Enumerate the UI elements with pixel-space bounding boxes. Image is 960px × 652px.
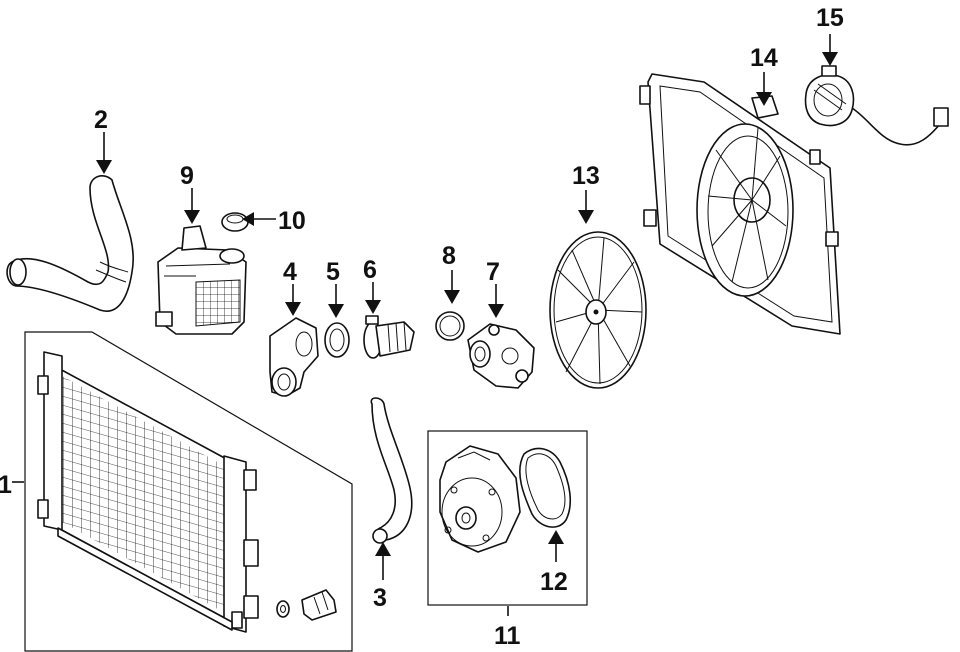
o-ring [435, 311, 465, 341]
callout-13: 13 [572, 162, 600, 190]
radiator-assembly [12, 331, 353, 652]
callout-4: 4 [283, 258, 297, 286]
callout-11: 11 [494, 622, 521, 650]
inlet-gasket [324, 322, 350, 358]
lower-radiator-hose [370, 397, 413, 544]
callout-14: 14 [750, 44, 778, 72]
callout-5: 5 [326, 258, 340, 286]
thermostat [363, 315, 415, 359]
thermostat-housing [467, 323, 535, 389]
water-pump-gasket [519, 447, 572, 528]
fan-shroud [639, 73, 841, 335]
callout-3: 3 [373, 584, 387, 612]
callout-12: 12 [540, 568, 568, 596]
coolant-reservoir [155, 225, 247, 335]
water-pump [439, 445, 521, 553]
cooling-fan [549, 231, 647, 389]
callout-9: 9 [180, 162, 194, 190]
radiator-frame [24, 331, 353, 652]
reservoir-cap [221, 212, 249, 232]
water-pump-frame [427, 430, 588, 606]
water-inlet [269, 317, 319, 397]
callout-8: 8 [442, 242, 456, 270]
callout-7: 7 [486, 258, 500, 286]
fan-motor [804, 65, 949, 146]
callout-15: 15 [816, 4, 844, 32]
radiator-right-tank [223, 455, 247, 633]
upper-radiator-hose [6, 175, 134, 312]
callout-6: 6 [363, 256, 377, 284]
callout-10: 10 [278, 207, 306, 235]
drain-washer [276, 600, 290, 618]
water-pump-assembly [427, 430, 588, 606]
callout-1: 1 [0, 471, 12, 499]
callout-2: 2 [94, 106, 108, 134]
drain-plug [301, 589, 337, 621]
